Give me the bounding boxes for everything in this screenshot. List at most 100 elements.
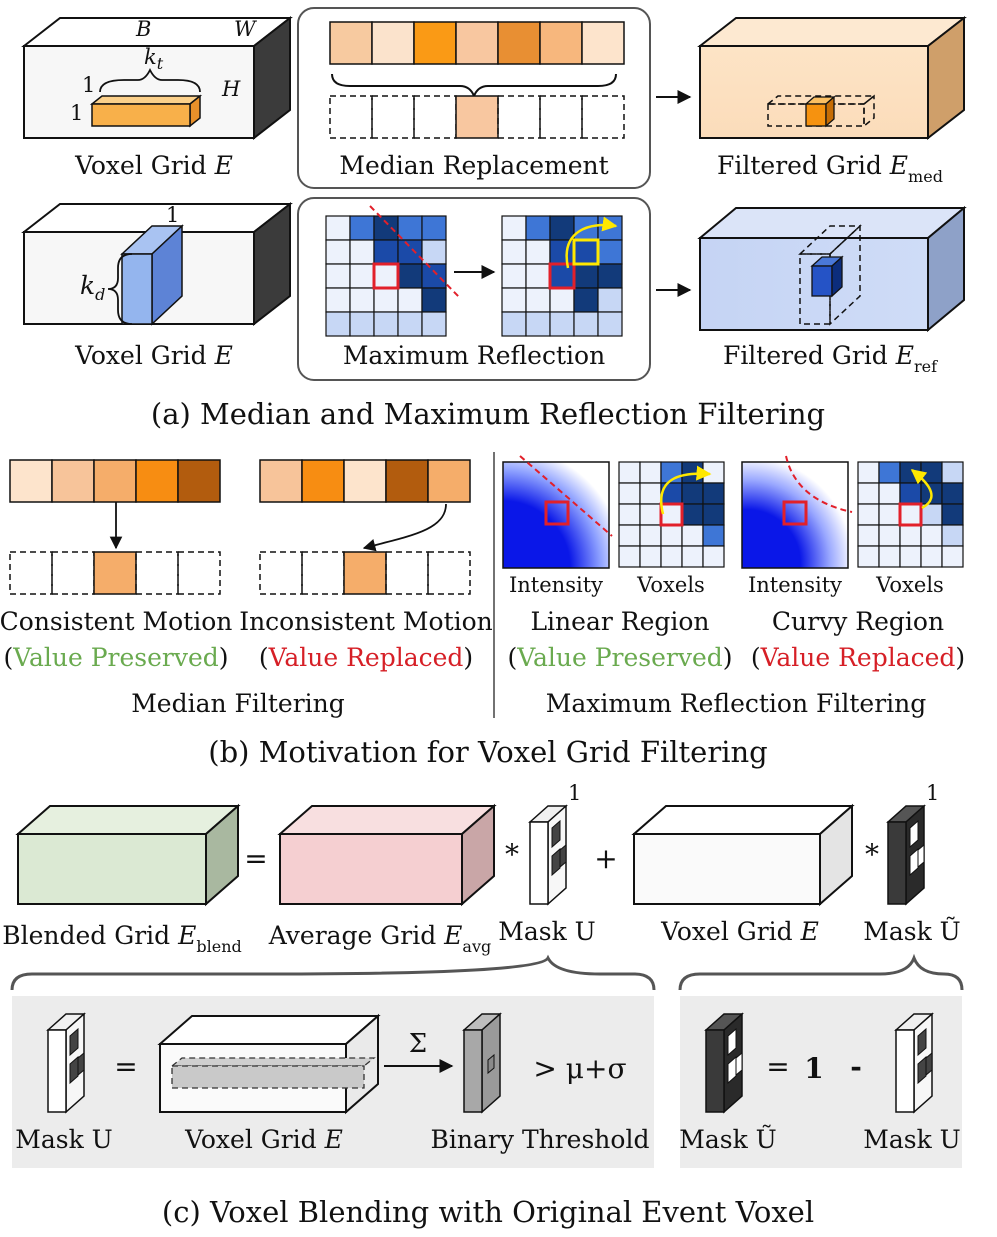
voxel-cell (525, 263, 551, 289)
voxel-cell (525, 215, 551, 241)
panel-a-title: (a) Median and Maximum Reflection Filter… (151, 397, 825, 431)
median-window-cell (581, 21, 625, 65)
center-voxel-highlight (898, 502, 923, 527)
brace-mask-u (10, 954, 656, 991)
average-grid-cube: Average Grid Eavg (268, 803, 497, 956)
voxel-cell (899, 545, 922, 568)
inconsistent-status: (Value Replaced) (259, 643, 473, 672)
voxel-cell (525, 239, 551, 265)
voxel-cell (639, 461, 662, 484)
voxel-cell (373, 311, 399, 337)
kernel-depth-label: 1 (82, 73, 95, 97)
voxel-cell (573, 263, 599, 289)
arrow-inconsistent (362, 503, 447, 552)
filtered-grid-ref-cube: Filtered Grid Eref (697, 205, 967, 376)
voxel-cell (421, 287, 447, 313)
voxel-cell (549, 287, 575, 313)
voxel-cell (660, 545, 683, 568)
inconsistent-output-cell (385, 551, 429, 595)
voxels-label-1: Voxels (636, 573, 705, 597)
voxel-cell (501, 215, 527, 241)
voxel-cell (878, 524, 901, 547)
voxel-cell (597, 215, 623, 241)
mask-u-complement: Mask U (863, 1012, 961, 1154)
dim-w-label: W (234, 17, 258, 41)
mask-u-depth: 1 (568, 781, 581, 805)
consistent-status: (Value Preserved) (3, 643, 228, 672)
curvy-voxel-grid (857, 461, 964, 568)
voxel-cell (501, 239, 527, 265)
inconsistent-output-cell (259, 551, 303, 595)
curvy-intensity-map (741, 455, 853, 569)
brace-mask-u-tilde (678, 953, 964, 991)
threshold-panel: Mask U = Voxel Grid E Σ > μ+σ Binary Thr… (12, 996, 654, 1168)
mask-u-eq: 1 Mask U (498, 781, 596, 946)
reflection-grid-before (325, 205, 461, 337)
voxel-cell (660, 503, 683, 526)
voxel-grid-cube-3: Voxel Grid E (631, 803, 855, 946)
max-reflection-filtering-label: Maximum Reflection Filtering (546, 689, 927, 718)
voxel-grid-cube-1: B W H kt 1 1 Voxel Grid E (21, 15, 293, 180)
inconsistent-output-cell (427, 551, 471, 595)
voxel-cell (920, 524, 943, 547)
voxel-cell (597, 263, 623, 289)
center-voxel-highlight (548, 262, 576, 290)
voxel-grid-cube-2: 1 kd Voxel Grid E (21, 201, 293, 370)
voxel-cell (501, 263, 527, 289)
sum-sign: Σ (409, 1029, 427, 1059)
voxel-cell (681, 524, 704, 547)
voxel-cell (397, 263, 423, 289)
voxel-cell (549, 239, 575, 265)
consistent-output-cell (9, 551, 53, 595)
voxel-cell (702, 545, 725, 568)
voxel-cell (421, 215, 447, 241)
voxel-cell (878, 461, 901, 484)
voxel-cell (525, 311, 551, 337)
median-window-cells (329, 21, 625, 65)
voxel-cell (573, 311, 599, 337)
consistent-motion-label: Consistent Motion (0, 607, 232, 636)
kernel-depth-label-2: 1 (166, 203, 179, 227)
reflection-arrow (565, 216, 618, 269)
voxel-cell (373, 215, 399, 241)
inconsistent-cell (343, 459, 387, 503)
inconsistent-cell (259, 459, 303, 503)
voxel-cell (878, 482, 901, 505)
dim-h-label: H (221, 77, 241, 101)
consistent-cell (51, 459, 95, 503)
voxel-cell (349, 239, 375, 265)
linear-intensity-map (502, 455, 613, 569)
voxel-cell (597, 287, 623, 313)
median-output-cell (371, 95, 415, 139)
voxel-cell (349, 263, 375, 289)
panel-c: Blended Grid Eblend = Average Grid Eavg … (2, 781, 964, 1229)
voxel-cell (597, 311, 623, 337)
voxel-cell (941, 503, 964, 526)
voxel-cell (639, 482, 662, 505)
voxel-cell (325, 263, 351, 289)
mask-u-tilde-eq: 1 Mask Ũ (863, 781, 961, 946)
voxel-cell (681, 545, 704, 568)
voxel-cell (878, 503, 901, 526)
intensity-label-1: Intensity (509, 573, 603, 597)
mask-u-tilde-caption: Mask Ũ (863, 916, 961, 946)
equals-sign-1: = (244, 842, 267, 875)
voxel-cell (702, 524, 725, 547)
voxel-cell (639, 545, 662, 568)
blended-grid-cube: Blended Grid Eblend (2, 803, 242, 956)
voxel-cell (857, 503, 880, 526)
voxel-cell (421, 239, 447, 265)
panel-c-title: (c) Voxel Blending with Original Event V… (162, 1195, 814, 1229)
kernel-kd-label: kd (80, 271, 105, 304)
voxel-cell (349, 215, 375, 241)
reflection-arrow (910, 469, 933, 510)
times-sign-2: * (865, 838, 879, 871)
voxel-cell (373, 239, 399, 265)
voxel-cell (941, 545, 964, 568)
voxel-cell (660, 524, 683, 547)
kernel-height-label: 1 (70, 101, 83, 125)
summed-map (462, 1012, 502, 1114)
median-replacement-box: Median Replacement (297, 7, 651, 189)
voxel-cell (573, 239, 599, 265)
